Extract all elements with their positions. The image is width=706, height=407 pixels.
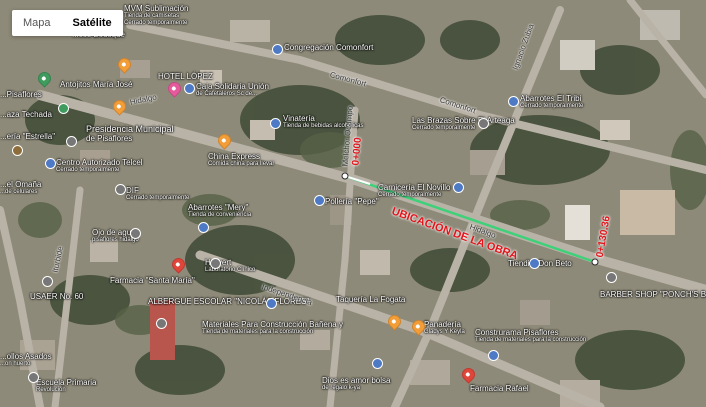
map-type-control: Mapa Satélite <box>12 10 123 36</box>
school-dot-icon[interactable] <box>156 318 167 329</box>
shop-dot-icon[interactable] <box>453 182 464 193</box>
place-label-abarrotes-mery[interactable]: Abarrotes "Mery"Tienda de conveniencia <box>188 203 252 218</box>
shop-dot-icon[interactable] <box>488 350 499 361</box>
place-dot-icon[interactable] <box>130 228 141 239</box>
place-dot-icon[interactable] <box>12 145 23 156</box>
shop-dot-icon[interactable] <box>45 158 56 169</box>
place-dot-icon[interactable] <box>115 184 126 195</box>
place-label-pisaflores[interactable]: ...Pisaflores <box>0 90 42 99</box>
map-type-satellite-button[interactable]: Satélite <box>72 17 112 29</box>
map-type-map-button[interactable]: Mapa <box>23 17 51 29</box>
place-dot-icon[interactable] <box>606 272 617 283</box>
place-label-congregacion[interactable]: Congregación Comonfort <box>284 43 374 52</box>
place-label-hotel[interactable]: HOTEL LÓPEZ <box>158 72 213 81</box>
place-label-polleria[interactable]: Pollería "Pepe" <box>325 197 379 206</box>
place-label-taqueria[interactable]: Taquería La Fogata <box>336 295 406 304</box>
park-dot-icon[interactable] <box>58 103 69 114</box>
place-label-antojitos[interactable]: Antojitos María José <box>60 80 133 89</box>
place-label-plaza[interactable]: ...aza Techada <box>0 110 52 119</box>
place-label-pollos-asados[interactable]: ...ollos Asados...on huerto <box>0 352 52 367</box>
place-label-usaer[interactable]: USAER No. 60 <box>30 292 84 301</box>
lab-dot-icon[interactable] <box>210 258 221 269</box>
school-dot-icon[interactable] <box>28 372 39 383</box>
place-dot-icon[interactable] <box>478 118 489 129</box>
office-dot-icon[interactable] <box>184 83 195 94</box>
shop-dot-icon[interactable] <box>314 195 325 206</box>
shop-dot-icon[interactable] <box>529 258 540 269</box>
church-dot-icon[interactable] <box>272 44 283 55</box>
place-dot-icon[interactable] <box>66 136 77 147</box>
place-label-estrella[interactable]: ...ería "Estrella" <box>0 132 56 141</box>
shop-dot-icon[interactable] <box>372 358 383 369</box>
place-label-albergue[interactable]: ALBERGUE ESCOLAR "NICOLÁS FLORES" <box>148 297 310 306</box>
school-dot-icon[interactable] <box>42 276 53 287</box>
shop-dot-icon[interactable] <box>198 222 209 233</box>
shop-dot-icon[interactable] <box>266 298 277 309</box>
place-label-farmacia-rafael[interactable]: Farmacia Rafael <box>470 384 529 393</box>
place-label-omana[interactable]: ...el Omaña...de celulares <box>0 180 42 195</box>
shop-dot-icon[interactable] <box>508 96 519 107</box>
shop-dot-icon[interactable] <box>270 118 281 129</box>
place-label-barber-shop[interactable]: BARBER SHOP "PONCH'S BARBER'S <box>600 290 706 299</box>
place-label-farmacia-santa-maria[interactable]: Farmacia "Santa María" <box>110 276 195 285</box>
